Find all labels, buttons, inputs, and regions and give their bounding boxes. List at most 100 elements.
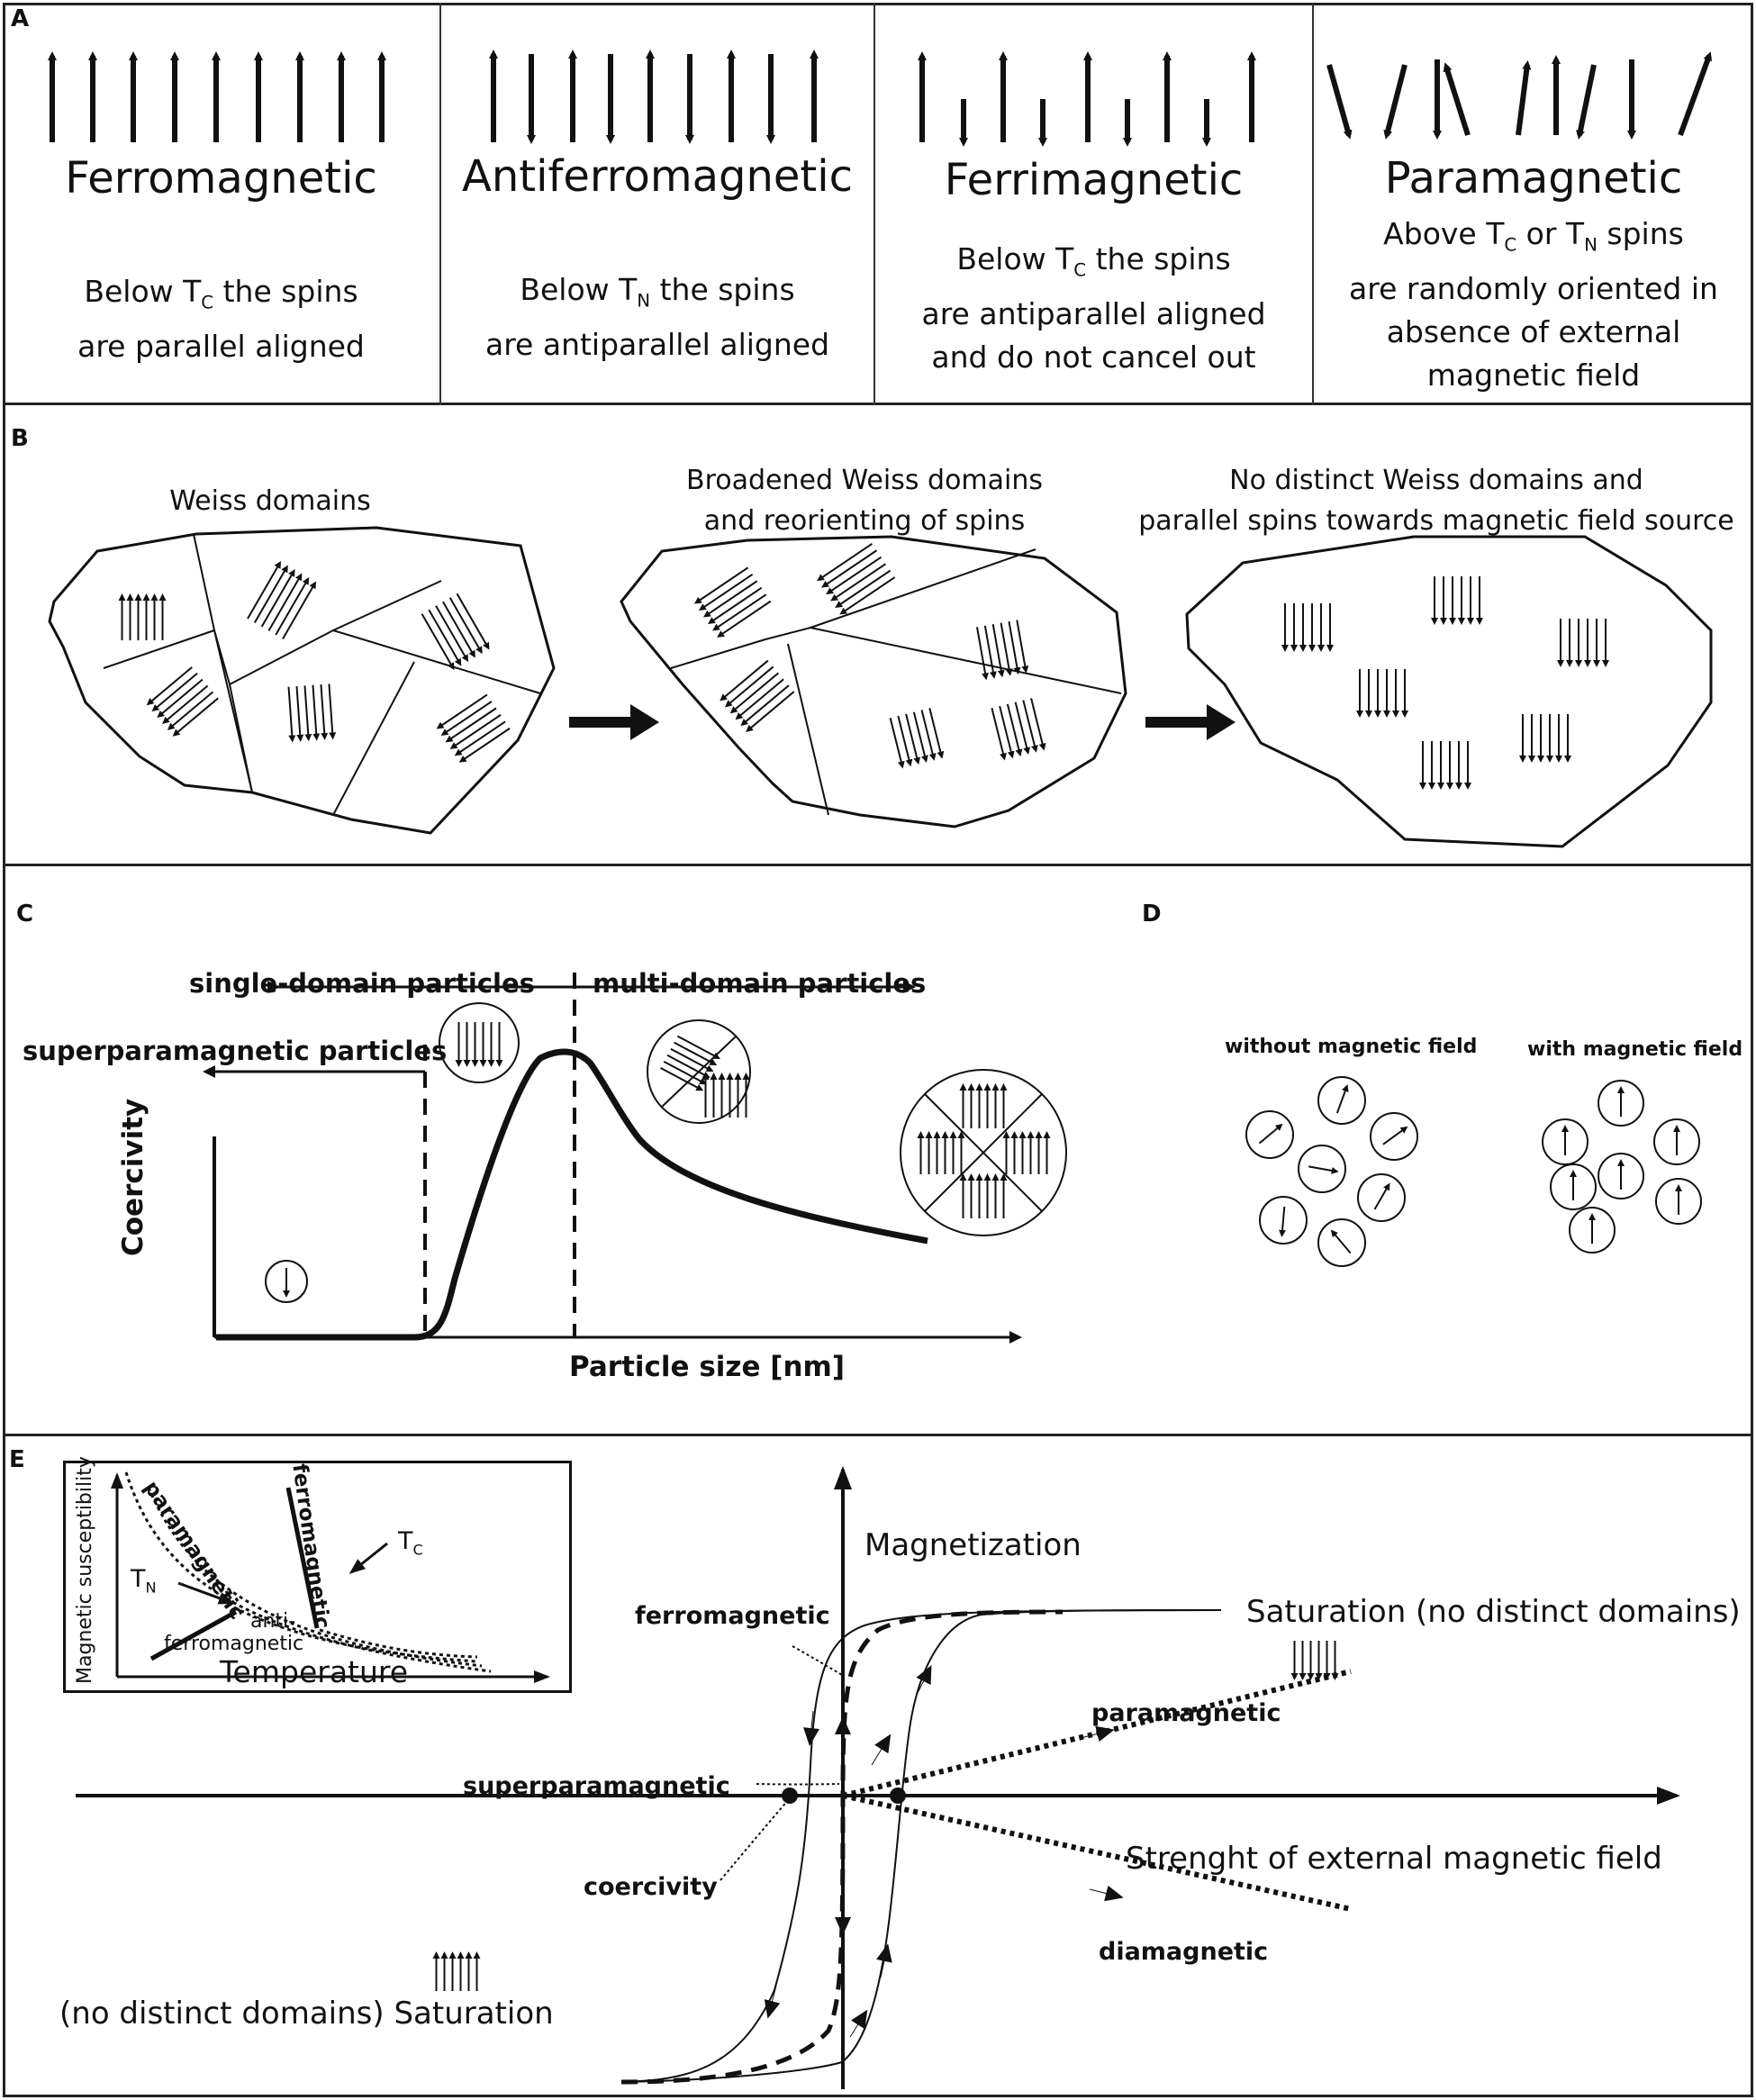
- spin-arrow: [897, 715, 913, 767]
- desc-text: spins: [1597, 216, 1684, 251]
- tc-sub: C: [412, 1541, 423, 1559]
- spin-arrow: [267, 573, 303, 632]
- panel-a-divider: [439, 3, 441, 405]
- caption-line: Broadened Weiss domains: [685, 465, 1044, 496]
- spin-arrow: [698, 573, 754, 611]
- coercivity-point: [782, 1788, 798, 1804]
- panel-a-divider: [1312, 3, 1314, 405]
- grain-outline: [620, 535, 1127, 828]
- caption-line: Weiss domains: [169, 485, 371, 517]
- panel-a-label: A: [11, 5, 30, 32]
- spin-arrow: [1383, 64, 1408, 140]
- weiss-caption: Weiss domains: [90, 481, 450, 521]
- spin-arrow: [826, 556, 883, 595]
- grain-3-spins: [1281, 576, 1609, 790]
- paramagnetic-desc: Above TC or TN spins are randomly orient…: [1314, 213, 1753, 397]
- spin-arrow: [162, 684, 209, 724]
- inset-tc-label: TC: [398, 1527, 423, 1558]
- spin-arrow: [1335, 1084, 1349, 1114]
- spin-arrow: [720, 659, 769, 702]
- spin-arrow: [1008, 620, 1021, 675]
- spin-arrow: [712, 593, 767, 631]
- caption-line: parallel spins towards magnetic field so…: [1138, 505, 1734, 537]
- spin-arrow: [282, 581, 316, 640]
- spin-arrow: [889, 718, 905, 769]
- saturation-top-label: Saturation (no distinct domains): [1246, 1594, 1741, 1630]
- aligned-spin-particle: [1598, 1080, 1644, 1127]
- tc-base: T: [398, 1527, 413, 1555]
- panel-b-drawing: [48, 526, 1713, 848]
- spin-arrow: [303, 685, 312, 742]
- spin-arrow: [1382, 1126, 1408, 1145]
- spin-arrow: [920, 710, 937, 761]
- panel-c-label: C: [16, 901, 34, 928]
- spin-arrow: [1014, 702, 1031, 755]
- two-domain-particle: [647, 1019, 751, 1124]
- coercivity-point: [890, 1788, 906, 1804]
- spin-arrow: [448, 597, 483, 655]
- spin-arrow: [663, 1060, 707, 1085]
- antiferromagnetic-desc: Below TN the spins are antiparallel alig…: [441, 268, 873, 367]
- grain-1-spins: [118, 560, 511, 763]
- spin-arrow: [708, 586, 763, 624]
- with-field-label: with magnetic field: [1527, 1038, 1743, 1061]
- spin-arrow: [729, 672, 780, 714]
- spin-arrow: [817, 542, 873, 582]
- single-domain-particle: [439, 1002, 520, 1083]
- spin-arrow: [999, 705, 1015, 759]
- inset-ferromagnetic-line: [285, 1487, 320, 1629]
- transition-arrow: [569, 704, 659, 740]
- field-strength-axis-label: Strenght of external magnetic field: [1126, 1841, 1662, 1877]
- inset-frame: [63, 1461, 572, 1693]
- superparamagnetic-curve: [620, 1609, 1064, 2085]
- broadened-caption: Broadened Weiss domains and reorienting …: [612, 460, 1117, 541]
- saturation-spin-groups: [432, 1641, 1339, 1991]
- random-spin-particle: [1370, 1112, 1418, 1161]
- desc-text: are antiparallel aligned: [921, 295, 1266, 331]
- desc-sub: N: [1584, 234, 1598, 256]
- spin-arrow: [1258, 1123, 1283, 1145]
- panel-a-divider: [873, 3, 875, 405]
- random-spin-particle: [1317, 1218, 1366, 1267]
- spin-arrow: [260, 568, 295, 628]
- diamagnetic-line: [842, 1793, 1352, 1912]
- grain-2-spins: [693, 542, 1046, 769]
- spin-arrow: [275, 576, 310, 636]
- inset-antiferromagnetic-line: [149, 1609, 238, 1661]
- spin-arrow: [442, 601, 475, 658]
- spin-arrow: [1678, 51, 1712, 137]
- panel-d-particles: [1245, 1076, 1702, 1267]
- desc-text: or T: [1516, 216, 1585, 251]
- single-domain-small-particle: [265, 1260, 308, 1303]
- aligned-spin-particle: [1655, 1178, 1702, 1225]
- spin-arrow: [1576, 64, 1597, 140]
- panel-d-label: D: [1142, 901, 1162, 928]
- aligned-spin-particle: [1550, 1163, 1597, 1210]
- panel-c-plot: [203, 973, 1067, 1344]
- spin-arrow: [1443, 62, 1471, 136]
- spin-arrow: [421, 613, 455, 671]
- caption-line: and reorienting of spins: [703, 505, 1026, 537]
- without-field-label: without magnetic field: [1225, 1036, 1478, 1058]
- ferrimagnetic-title: Ferrimagnetic: [944, 155, 1244, 205]
- spin-arrow: [435, 605, 469, 663]
- spin-arrow: [928, 708, 945, 759]
- spin-arrow: [1279, 1206, 1287, 1237]
- spin-arrow: [830, 563, 887, 602]
- caption-line: No distinct Weiss domains and: [1229, 465, 1643, 496]
- spin-arrow: [172, 697, 219, 737]
- aligned-spin-particle: [1598, 1153, 1644, 1199]
- ferromagnetic-desc: Below TC the spins are parallel aligned: [3, 270, 439, 368]
- spin-arrow: [458, 727, 511, 763]
- inset-curve-2: [147, 1487, 483, 1668]
- desc-text: Above T: [1383, 216, 1505, 251]
- spin-arrow: [912, 711, 928, 763]
- coercivity-curve: [216, 1048, 928, 1341]
- desc-text: and do not cancel out: [931, 339, 1256, 375]
- particle-size-axis-label: Particle size [nm]: [569, 1351, 846, 1383]
- spin-arrow: [821, 549, 878, 588]
- spin-arrow: [167, 691, 214, 730]
- leader-line: [756, 1783, 840, 1786]
- spin-arrow: [835, 569, 892, 609]
